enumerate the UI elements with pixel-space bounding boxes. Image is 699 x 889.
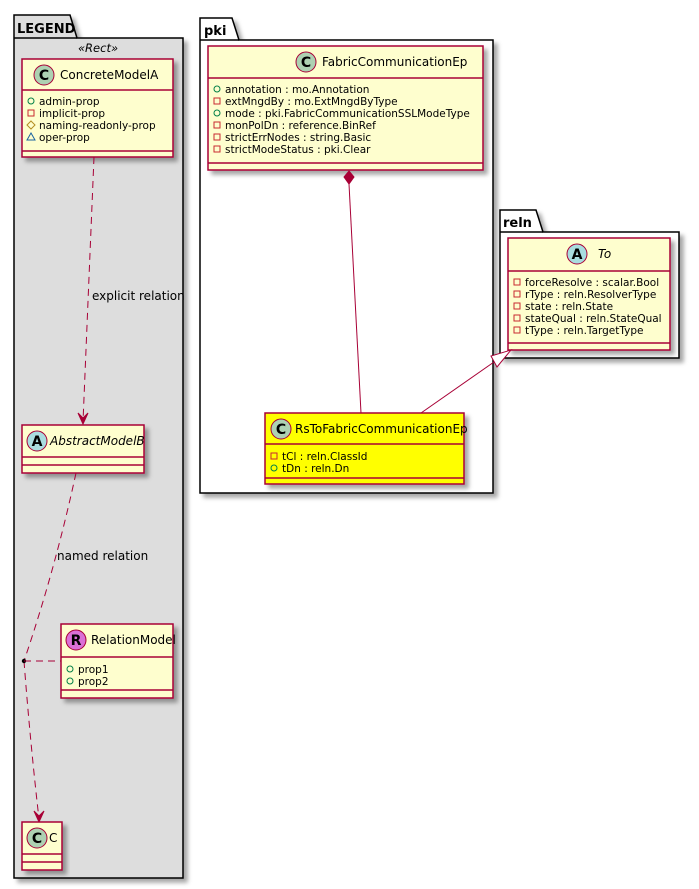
class-name: ConcreteModelA (60, 68, 159, 82)
visibility-private-icon (513, 302, 521, 310)
generalization-edge (420, 349, 513, 414)
attribute-list: admin-propimplicit-propnaming-readonly-p… (26, 96, 156, 144)
visibility-private-icon (213, 97, 221, 105)
class-kind-icon (270, 418, 292, 440)
attribute: strictModeStatus : pki.Clear (225, 144, 371, 156)
pki-package-label: pki (204, 24, 226, 39)
abstract-kind-icon (566, 243, 588, 265)
class-kind-letter: C (32, 831, 42, 847)
class-name: RelationModel (91, 633, 176, 647)
class-kind-icon (295, 51, 317, 73)
visibility-private-icon (270, 452, 278, 460)
attribute: tCl : reln.ClassId (282, 451, 367, 463)
legend-stereotype: «Rect» (78, 41, 118, 55)
visibility-public-icon (66, 677, 74, 685)
attribute: extMngdBy : mo.ExtMngdByType (225, 96, 398, 108)
visibility-private-icon (27, 109, 35, 117)
attribute: prop2 (78, 676, 109, 688)
class-concrete-model-a[interactable]: C ConcreteModelA admin-propimplicit-prop… (21, 58, 174, 158)
visibility-protected-icon (26, 120, 36, 130)
visibility-private-icon (213, 145, 221, 153)
attribute: monPolDn : reference.BinRef (225, 120, 376, 132)
attribute: mode : pki.FabricCommunicationSSLModeTyp… (225, 108, 470, 120)
visibility-public-icon (213, 85, 221, 93)
class-kind-letter: C (39, 68, 49, 84)
class-name: RsToFabricCommunicationEp (295, 422, 468, 436)
reln-package-label: reln (503, 216, 532, 231)
attribute: tType : reln.TargetType (525, 325, 644, 337)
explicit-relation-label: explicit relation (92, 289, 185, 303)
class-c[interactable]: C C (21, 821, 63, 871)
class-kind-letter: R (71, 633, 82, 649)
visibility-public-icon (27, 97, 35, 105)
attribute: admin-prop (39, 96, 100, 108)
visibility-private-icon (213, 121, 221, 129)
attribute: naming-readonly-prop (39, 120, 156, 132)
class-name: To (598, 247, 611, 261)
composition-edge (343, 170, 362, 414)
attribute: tDn : reln.Dn (282, 463, 349, 475)
inheritance-triangle-icon (490, 349, 513, 368)
class-fabric-communication-ep[interactable]: C FabricCommunicationEp annotation : mo.… (207, 45, 484, 171)
arrow-head-icon (77, 412, 89, 426)
class-abstract-model-b[interactable]: A AbstractModelB (21, 424, 145, 474)
class-kind-letter: A (32, 434, 43, 450)
attribute: state : reln.State (525, 301, 613, 313)
visibility-public-icon (213, 109, 221, 117)
visibility-public-icon (270, 464, 278, 472)
class-kind-letter: C (276, 422, 286, 438)
visibility-public-icon (66, 665, 74, 673)
attribute: annotation : mo.Annotation (225, 84, 369, 96)
class-name: C (49, 831, 57, 845)
attribute: implicit-prop (39, 108, 105, 120)
named-relation-label: named relation (57, 549, 148, 563)
attribute: prop1 (78, 664, 109, 676)
visibility-private-icon (513, 314, 521, 322)
class-name: FabricCommunicationEp (322, 55, 467, 69)
visibility-package-icon (26, 131, 36, 141)
class-kind-icon (26, 827, 48, 849)
explicit-relation-edge: explicit relation (77, 156, 185, 426)
visibility-private-icon (213, 133, 221, 141)
relation-kind-icon (65, 629, 87, 651)
legend-package-label: LEGEND (17, 22, 76, 37)
named-relation-edge: named relation (21, 472, 148, 824)
class-kind-icon (33, 64, 55, 86)
visibility-private-icon (513, 290, 521, 298)
attribute: stateQual : reln.StateQual (525, 313, 662, 325)
attribute: oper-prop (39, 132, 90, 144)
arrow-head-icon (33, 810, 45, 824)
visibility-private-icon (513, 326, 521, 334)
abstract-kind-icon (26, 430, 48, 452)
attribute: forceResolve : scalar.Bool (525, 277, 659, 289)
attribute: strictErrNodes : string.Basic (225, 132, 371, 144)
class-kind-letter: C (301, 55, 311, 71)
class-kind-letter: A (572, 247, 583, 263)
attribute: rType : reln.ResolverType (525, 289, 656, 301)
class-rs-to-fabric-communication-ep[interactable]: C RsToFabricCommunicationEp tCl : reln.C… (264, 412, 468, 485)
class-name: AbstractModelB (49, 434, 145, 448)
visibility-private-icon (513, 278, 521, 286)
